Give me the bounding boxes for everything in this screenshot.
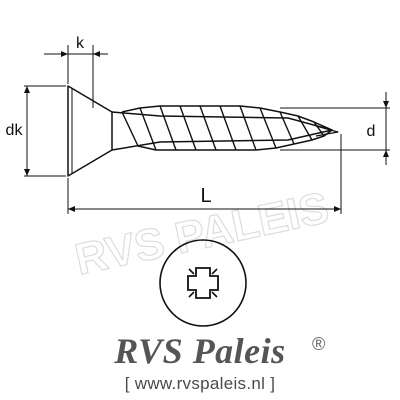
screw-side-view xyxy=(67,85,339,177)
dimension-lines xyxy=(24,45,390,214)
screw-head xyxy=(67,85,113,177)
brand-name: RVS Paleis xyxy=(114,331,286,371)
label-dk: dk xyxy=(6,122,24,139)
label-k: k xyxy=(76,35,85,52)
pozidriv-recess-icon xyxy=(159,239,247,327)
brand-logo: RVS Paleis ® xyxy=(0,330,400,372)
label-d: d xyxy=(367,123,376,140)
label-L: L xyxy=(200,185,211,207)
screw-threads xyxy=(121,105,325,151)
website-link[interactable]: [ www.rvspaleis.nl ] xyxy=(124,374,276,393)
registered-mark: ® xyxy=(312,334,326,354)
